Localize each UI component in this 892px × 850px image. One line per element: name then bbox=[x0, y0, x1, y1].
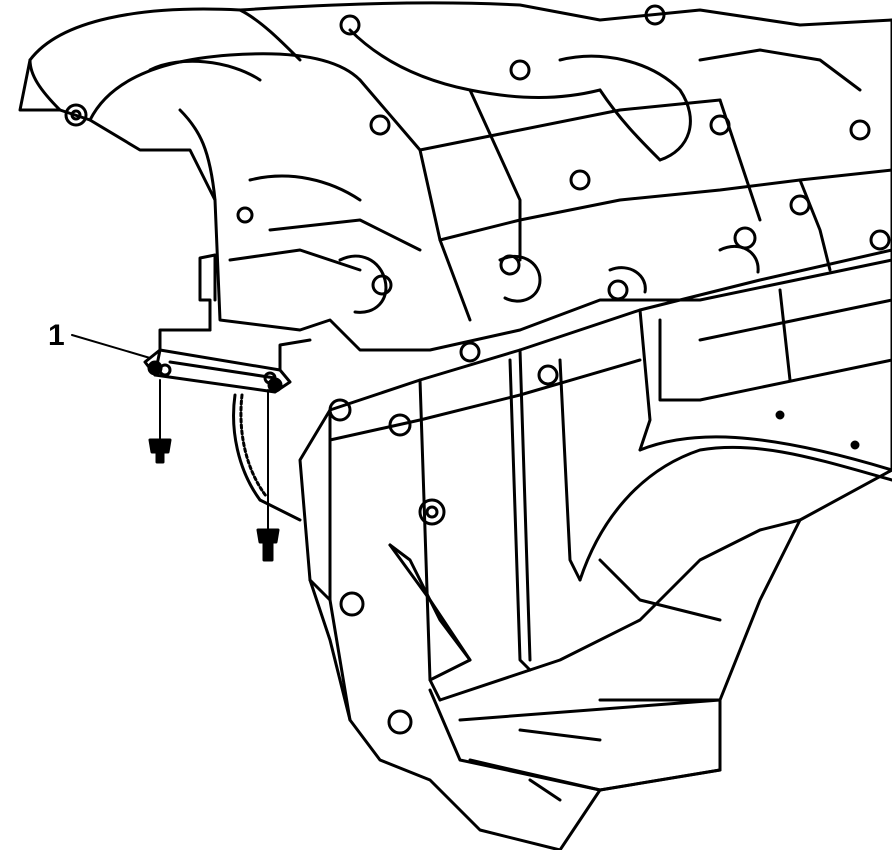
oil-pan bbox=[298, 248, 892, 850]
intake-manifold bbox=[18, 1, 892, 352]
callout-leader-line bbox=[71, 334, 151, 359]
flywheel-housing bbox=[232, 393, 302, 522]
callout-label-1: 1 bbox=[48, 319, 65, 352]
heat-shield-bracket bbox=[143, 253, 312, 394]
manifold-bolts bbox=[64, 4, 891, 301]
bracket-bolts bbox=[148, 379, 280, 562]
oil-pan-bolts bbox=[328, 341, 860, 735]
